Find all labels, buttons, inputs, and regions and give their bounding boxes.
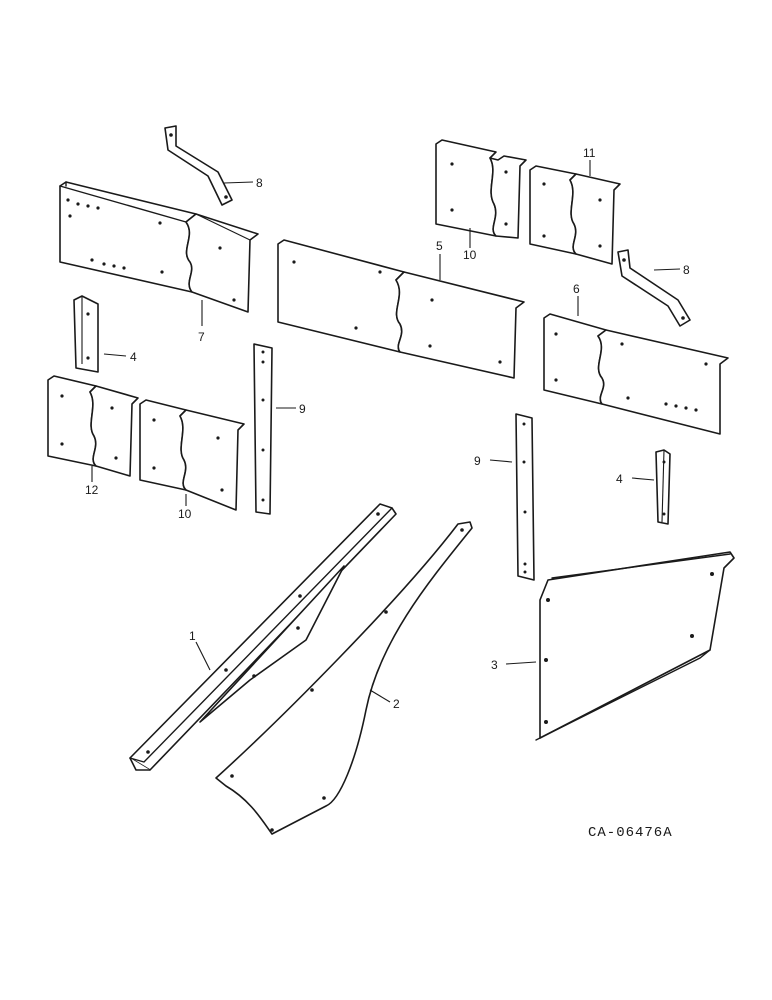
callout-4-right: 4: [616, 472, 623, 486]
leader-8-right: [653, 268, 681, 271]
part-8-bracket-left: [164, 125, 233, 206]
part-5-panel: [277, 239, 525, 379]
part-12: [47, 375, 139, 477]
callout-2: 2: [393, 697, 400, 711]
part-10-upper: [435, 139, 527, 239]
callout-9-left: 9: [299, 402, 306, 416]
part-2-shield: [215, 521, 473, 835]
leader-9-right: [489, 459, 513, 463]
callout-7: 7: [198, 330, 205, 344]
callout-9-right: 9: [474, 454, 481, 468]
callout-1: 1: [189, 629, 196, 643]
callout-5: 5: [436, 239, 443, 253]
callout-6: 6: [573, 282, 580, 296]
part-4-angle-right: [655, 449, 671, 525]
part-1-brace: [129, 503, 397, 771]
part-9-strip-right: [515, 413, 535, 581]
part-7-panel: [59, 181, 259, 313]
leader-1: [195, 641, 211, 671]
part-8-bracket-right: [617, 249, 691, 327]
leader-3: [505, 661, 537, 665]
callout-8-right: 8: [683, 263, 690, 277]
leader-4-left: [103, 353, 127, 357]
callout-3: 3: [491, 658, 498, 672]
part-3-plate: [535, 551, 735, 741]
leader-8-left: [223, 181, 254, 184]
callout-10-upper: 10: [463, 248, 477, 262]
leader-4-right: [631, 477, 655, 481]
part-4-angle-left: [73, 295, 99, 373]
leader-2: [369, 689, 391, 703]
callout-10-lower: 10: [178, 507, 192, 521]
callout-8-left: 8: [256, 176, 263, 190]
callout-11: 11: [583, 146, 596, 160]
part-6-panel: [543, 313, 729, 435]
part-9-strip-left: [253, 343, 273, 515]
callout-12: 12: [85, 483, 99, 497]
part-11: [529, 165, 621, 265]
part-10-lower: [139, 399, 245, 511]
drawing-number: CA-06476A: [588, 825, 673, 841]
callout-4-left: 4: [130, 350, 137, 364]
